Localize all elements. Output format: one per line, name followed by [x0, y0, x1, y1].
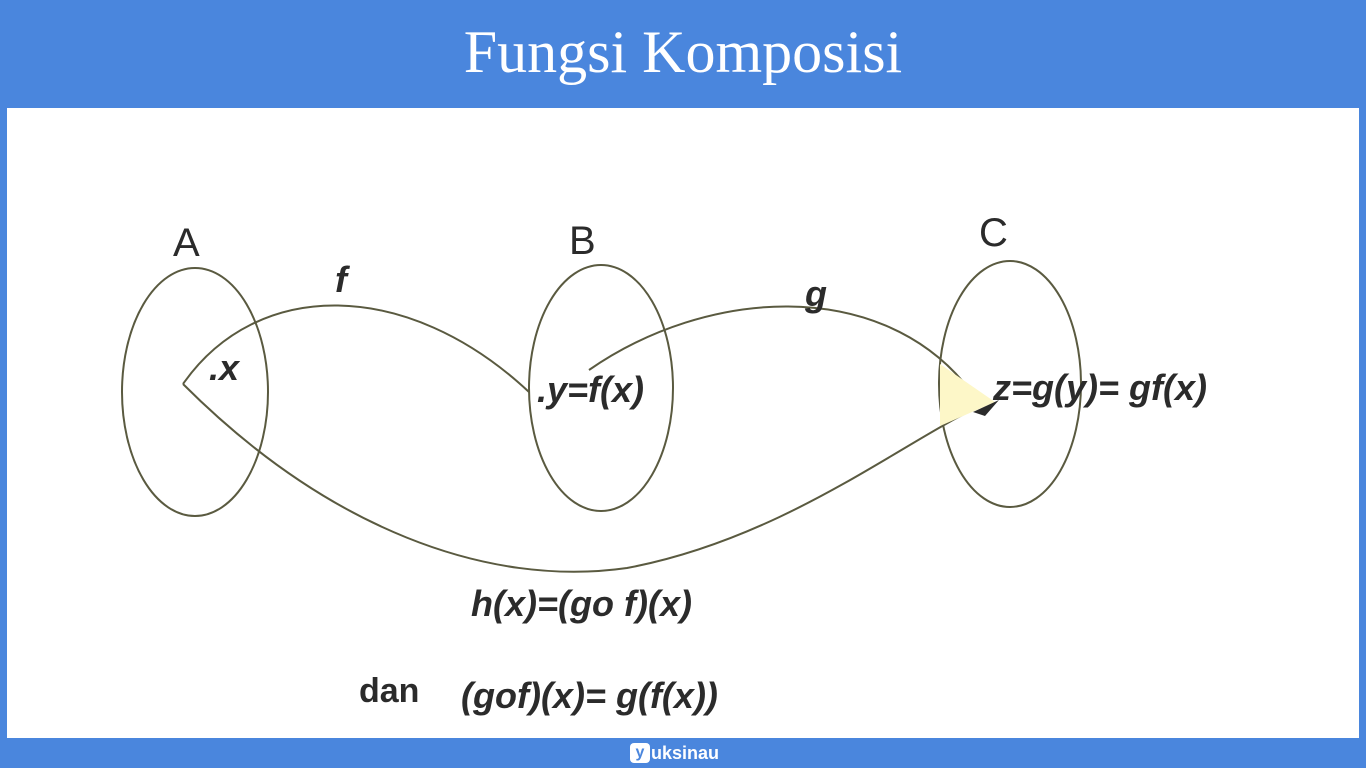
brand-badge: y — [630, 743, 650, 763]
set-c-ellipse — [938, 260, 1082, 508]
arrow-h-curve — [182, 383, 986, 573]
arrow-f-curve — [182, 304, 530, 393]
set-a-label: A — [173, 221, 200, 265]
element-z-label: z=g(y)= gf(x) — [992, 367, 1207, 408]
page-title: Fungsi Komposisi — [463, 19, 903, 85]
set-a-ellipse — [121, 267, 269, 517]
dan-word: dan — [359, 672, 419, 710]
element-y-label: .y=f(x) — [537, 369, 644, 410]
arrow-g-label: g — [804, 273, 827, 314]
composition-diagram: A B C f g .x .y=f(x) z=g(y)= gf(x) h(x)=… — [121, 211, 1207, 716]
set-b-ellipse — [528, 264, 674, 512]
brand-name: uksinau — [651, 742, 720, 763]
brand-logo: y uksinau — [630, 742, 719, 764]
arrow-f-label: f — [335, 259, 350, 300]
arrowhead-wedge — [940, 364, 995, 426]
title-bar: Fungsi Komposisi — [0, 0, 1366, 108]
arrowhead-tip — [973, 400, 999, 416]
set-b-label: B — [569, 219, 596, 263]
composition-formula: h(x)=(go f)(x) — [471, 583, 692, 624]
set-c-label: C — [979, 211, 1008, 255]
arrow-g-curve — [588, 305, 966, 385]
footer-bar: y uksinau — [0, 738, 1366, 768]
diagram-panel: A B C f g .x .y=f(x) z=g(y)= gf(x) h(x)=… — [7, 108, 1359, 738]
element-x-label: .x — [209, 347, 241, 388]
composition-identity: (gof)(x)= g(f(x)) — [461, 675, 718, 716]
